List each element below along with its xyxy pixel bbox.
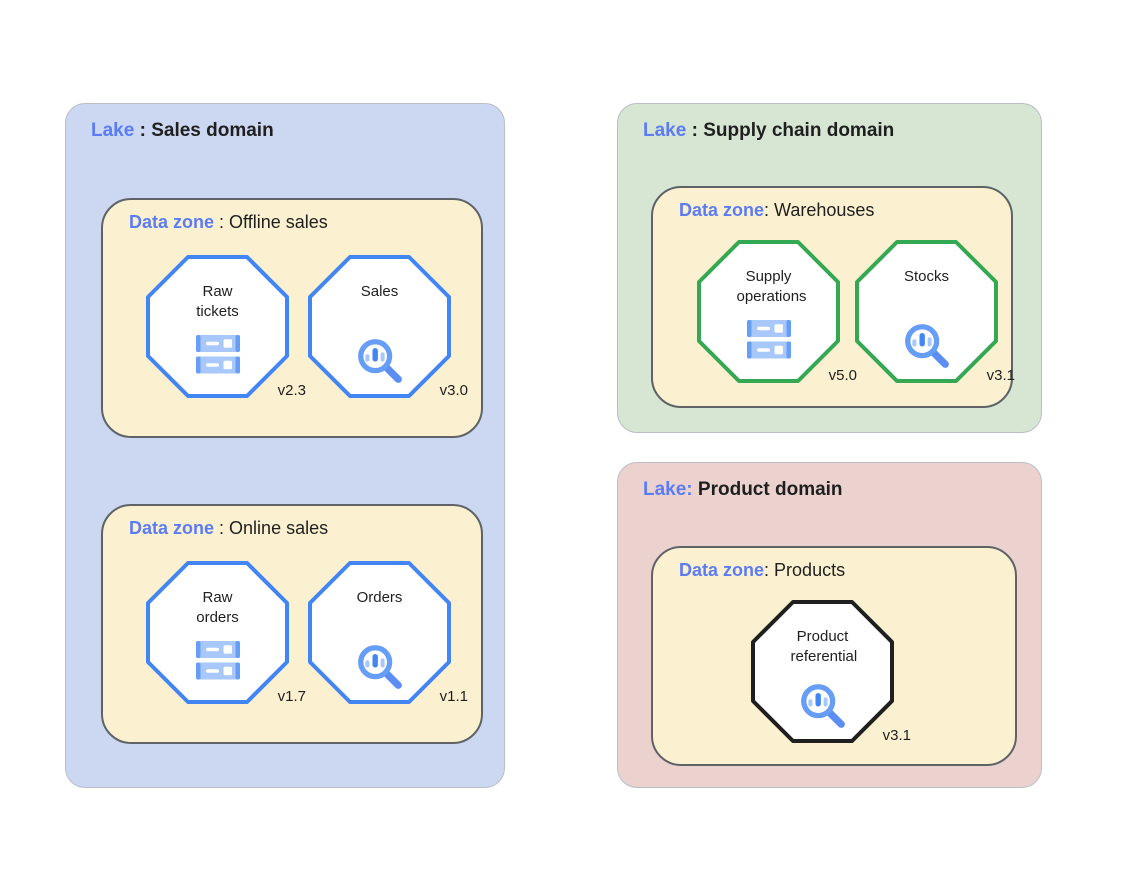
asset-name: Stocks <box>903 268 949 285</box>
label-separator: : <box>764 200 775 220</box>
label-separator: : <box>134 120 152 141</box>
asset-version: v3.0 <box>439 382 468 399</box>
asset-name: Raw tickets <box>196 283 239 320</box>
octagon-shape <box>855 240 998 383</box>
lake-title: Lake : Supply chain domain <box>643 120 894 142</box>
zone-label: Data zone <box>129 518 215 538</box>
zone-name: Offline sales <box>229 212 328 232</box>
octagon-shape <box>308 561 451 704</box>
lake-title: Lake: Product domain <box>643 479 843 501</box>
zone-label: Data zone <box>679 560 765 580</box>
label-separator: : <box>214 212 230 232</box>
zone-title: Data zone: Products <box>679 560 845 581</box>
lake-label: Lake <box>91 120 135 141</box>
search-analytics-icon <box>308 335 451 387</box>
asset-supply-operations: Supply operations v5.0 <box>697 240 857 384</box>
label-separator: : <box>686 120 704 141</box>
asset-raw-orders: Raw orders v1.7 <box>146 561 306 705</box>
zone-label: Data zone <box>679 200 765 220</box>
lake-sales-domain: Lake : Sales domain Data zone : Offline … <box>65 103 505 788</box>
asset-name: Product referential <box>790 628 858 665</box>
label-separator: : <box>764 560 775 580</box>
lake-name: Sales domain <box>151 120 274 141</box>
octagon-shape <box>697 240 840 383</box>
data-zone-products: Data zone: Products Product referential … <box>651 546 1017 766</box>
lake-title: Lake : Sales domain <box>91 120 274 142</box>
data-zone-warehouses: Data zone: Warehouses Supply operations … <box>651 186 1015 408</box>
zone-name: Online sales <box>229 518 329 538</box>
storage-icon <box>697 320 840 360</box>
asset-version: v3.1 <box>986 367 1015 384</box>
asset-version: v2.3 <box>277 382 306 399</box>
asset-stocks: Stocks v3.1 <box>855 240 1015 384</box>
asset-version: v1.1 <box>439 688 468 705</box>
lake-name: Product domain <box>697 479 843 500</box>
zone-name: Warehouses <box>774 200 875 220</box>
lake-label: Lake: <box>643 479 693 500</box>
lake-label: Lake <box>643 120 687 141</box>
zone-title: Data zone: Warehouses <box>679 200 874 221</box>
asset-version: v3.1 <box>882 727 911 744</box>
asset-orders: Orders v1.1 <box>308 561 468 705</box>
asset-product-referential: Product referential v3.1 <box>751 600 911 744</box>
asset-sales: Sales v3.0 <box>308 255 468 399</box>
zone-title: Data zone : Online sales <box>129 518 328 539</box>
octagon-shape <box>146 255 289 398</box>
lake-supply-chain-domain: Lake : Supply chain domain Data zone: Wa… <box>617 103 1042 433</box>
asset-version: v5.0 <box>828 367 857 384</box>
octagon-shape <box>751 600 894 743</box>
asset-name: Orders <box>356 589 403 606</box>
storage-icon <box>146 335 289 375</box>
lake-name: Supply chain domain <box>703 120 895 141</box>
data-zone-online-sales: Data zone : Online sales Raw orders v1.7… <box>101 504 483 744</box>
asset-name: Sales <box>360 283 399 300</box>
octagon-shape <box>146 561 289 704</box>
octagon-shape <box>308 255 451 398</box>
storage-icon <box>146 641 289 681</box>
search-analytics-icon <box>751 680 894 732</box>
label-separator: : <box>214 518 230 538</box>
asset-raw-tickets: Raw tickets v2.3 <box>146 255 306 399</box>
zone-title: Data zone : Offline sales <box>129 212 328 233</box>
asset-name: Supply operations <box>736 268 807 305</box>
search-analytics-icon <box>855 320 998 372</box>
asset-version: v1.7 <box>277 688 306 705</box>
data-zone-offline-sales: Data zone : Offline sales Raw tickets v2… <box>101 198 483 438</box>
lake-product-domain: Lake: Product domain Data zone: Products… <box>617 462 1042 788</box>
zone-label: Data zone <box>129 212 215 232</box>
search-analytics-icon <box>308 641 451 693</box>
asset-name: Raw orders <box>196 589 239 626</box>
zone-name: Products <box>774 560 846 580</box>
